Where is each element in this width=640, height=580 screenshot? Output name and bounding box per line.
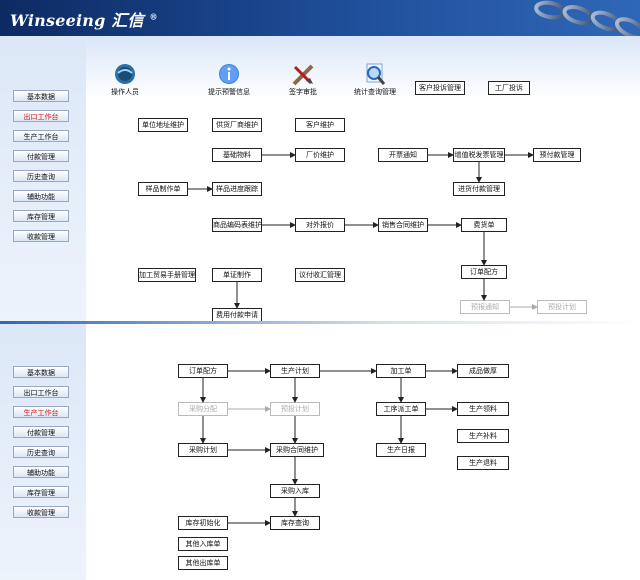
inventory-query-node[interactable]: 库存查询 <box>270 516 320 530</box>
basic-material-node[interactable]: 基础物料 <box>212 148 262 162</box>
operator-globe-icon <box>115 64 135 84</box>
production-plan-node[interactable]: 生产计划 <box>270 364 320 378</box>
sidebar-item-aux-top[interactable]: 辅助功能 <box>13 190 69 202</box>
prepay-node[interactable]: 预付款管理 <box>533 148 581 162</box>
production-supplement-node[interactable]: 生产补料 <box>457 429 509 443</box>
main-panel-bottom <box>86 324 640 580</box>
sidebar-item-history-top[interactable]: 历史查询 <box>13 170 69 182</box>
invoice-notice-node[interactable]: 开票通知 <box>378 148 428 162</box>
sidebar-item-export-workbench-top[interactable]: 出口工作台 <box>13 110 69 122</box>
toolbar-alerts-label: 提示预警信息 <box>208 88 250 96</box>
vat-invoice-node[interactable]: 增值税发票管理 <box>453 148 505 162</box>
purchase-contract-node[interactable]: 采购合同维护 <box>270 443 324 457</box>
brand-logo: Winseeing 汇信 ® <box>10 7 158 31</box>
purchase-plan-node[interactable]: 采购计划 <box>178 443 228 457</box>
sidebar-item-receipts-bottom[interactable]: 收款管理 <box>13 506 69 518</box>
process-work-order-node[interactable]: 工序派工单 <box>376 402 426 416</box>
voucher-node[interactable]: 单证制作 <box>212 268 262 282</box>
brand-name: Winseeing <box>10 11 106 30</box>
sales-contract-node[interactable]: 销售合同维护 <box>378 218 428 232</box>
toolbar-operators-label: 操作人员 <box>111 88 139 96</box>
sidebar-item-receipts-top[interactable]: 收款管理 <box>13 230 69 242</box>
purchase-payment-node[interactable]: 进货付款管理 <box>453 182 505 196</box>
info-icon <box>219 64 239 84</box>
sidebar-item-inventory-top[interactable]: 库存管理 <box>13 210 69 222</box>
purchase-allocation-node[interactable]: 采购分配 <box>178 402 228 416</box>
customer-complaint-button[interactable]: 客户投诉管理 <box>415 81 465 95</box>
inventory-init-node[interactable]: 库存初始化 <box>178 516 228 530</box>
toolbar-stats-query[interactable]: 统计查询管理 <box>354 62 396 102</box>
finished-inbound-node[interactable]: 成品做厚 <box>457 364 509 378</box>
sidebar-item-payment-top[interactable]: 付款管理 <box>13 150 69 162</box>
sidebar-bottom: 基本数据 出口工作台 生产工作台 付款管理 历史查询 辅助功能 库存管理 收款管… <box>0 324 86 580</box>
toolbar-stats-query-label: 统计查询管理 <box>354 88 396 96</box>
purchase-inbound-node[interactable]: 采购入库 <box>270 484 320 498</box>
processing-manual-node[interactable]: 加工贸易手册管理 <box>138 268 196 282</box>
sidebar-item-production-workbench-bottom[interactable]: 生产工作台 <box>13 406 69 418</box>
sidebar-top: 基本数据 出口工作台 生产工作台 付款管理 历史查询 辅助功能 库存管理 收款管… <box>0 36 86 322</box>
sidebar-item-basic-data-top[interactable]: 基本数据 <box>13 90 69 102</box>
shipment-plan-node[interactable]: 预投计划 <box>537 300 587 314</box>
product-code-node[interactable]: 商品编码表维护 <box>212 218 262 232</box>
sample-progress-node[interactable]: 样品进度跟踪 <box>212 182 262 196</box>
other-outbound-node[interactable]: 其他出库单 <box>178 556 228 570</box>
sidebar-item-export-workbench-bottom[interactable]: 出口工作台 <box>13 386 69 398</box>
shipment-notice-node[interactable]: 预报通知 <box>460 300 510 314</box>
prebid-plan-node[interactable]: 预投计划 <box>270 402 320 416</box>
toolbar-alerts[interactable]: 提示预警信息 <box>208 62 250 102</box>
unit-address-node[interactable]: 单位地址维护 <box>138 118 188 132</box>
chain-decoration-icon <box>534 0 640 36</box>
toolbar-sign-approve-label: 签字审批 <box>289 88 317 96</box>
toolbar-operators[interactable]: 操作人员 <box>105 62 145 102</box>
consignment-node[interactable]: 议付收汇管理 <box>295 268 345 282</box>
sidebar-item-history-bottom[interactable]: 历史查询 <box>13 446 69 458</box>
approval-icon <box>292 64 314 86</box>
other-inbound-node[interactable]: 其他入库单 <box>178 537 228 551</box>
sidebar-item-aux-bottom[interactable]: 辅助功能 <box>13 466 69 478</box>
production-return-node[interactable]: 生产退料 <box>457 456 509 470</box>
sidebar-item-payment-bottom[interactable]: 付款管理 <box>13 426 69 438</box>
app-header: Winseeing 汇信 ® <box>0 0 640 36</box>
expense-payment-node[interactable]: 费用付款申请 <box>212 308 262 322</box>
factory-complaint-button[interactable]: 工厂投诉 <box>488 81 530 95</box>
supplier-node[interactable]: 供货厂商维护 <box>212 118 262 132</box>
brand-name-cn: 汇信 <box>111 11 144 30</box>
order-allocation-node-bottom[interactable]: 订单配方 <box>178 364 228 378</box>
sidebar-item-inventory-bottom[interactable]: 库存管理 <box>13 486 69 498</box>
processing-order-node[interactable]: 加工单 <box>376 364 426 378</box>
production-daily-node[interactable]: 生产日报 <box>376 443 426 457</box>
order-allocation-node-top[interactable]: 订单配方 <box>461 265 507 279</box>
production-issue-node[interactable]: 生产领料 <box>457 402 509 416</box>
goods-order-node[interactable]: 费货单 <box>461 218 507 232</box>
brand-reg: ® <box>149 11 158 22</box>
sidebar-item-production-workbench-top[interactable]: 生产工作台 <box>13 130 69 142</box>
factory-price-node[interactable]: 厂价维护 <box>295 148 345 162</box>
external-quote-node[interactable]: 对外报价 <box>295 218 345 232</box>
section-divider <box>0 321 640 324</box>
customer-node[interactable]: 客户维护 <box>295 118 345 132</box>
search-magnifier-icon <box>366 63 386 85</box>
toolbar-sign-approve[interactable]: 签字审批 <box>283 62 323 102</box>
sample-production-node[interactable]: 样品制作单 <box>138 182 188 196</box>
sidebar-item-basic-data-bottom[interactable]: 基本数据 <box>13 366 69 378</box>
